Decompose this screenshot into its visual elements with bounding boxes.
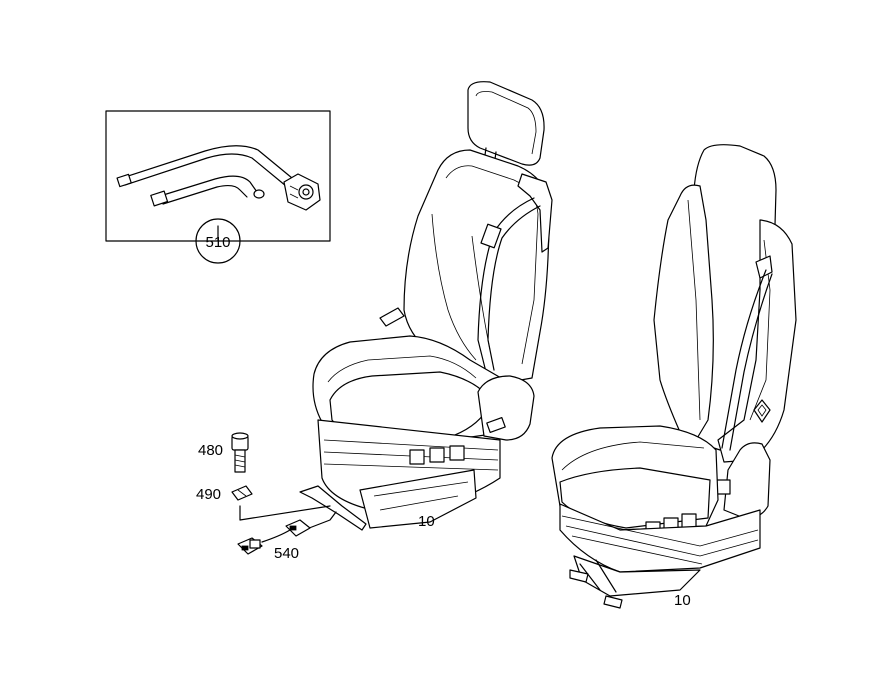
harness-540 [237,505,337,555]
label-490: 490 [196,486,221,503]
hose-detail-box [105,110,331,242]
label-10-right-seat: 10 [674,592,691,609]
label-480: 480 [198,442,223,459]
label-10-left-seat: 10 [418,513,435,530]
label-540: 540 [274,545,299,562]
right-seat [551,144,797,609]
callout-510-label: 510 [205,234,230,251]
bolt-480 [231,432,249,473]
left-seat [299,81,553,531]
callout-510: 510 [195,218,241,264]
clip-490 [231,485,253,501]
